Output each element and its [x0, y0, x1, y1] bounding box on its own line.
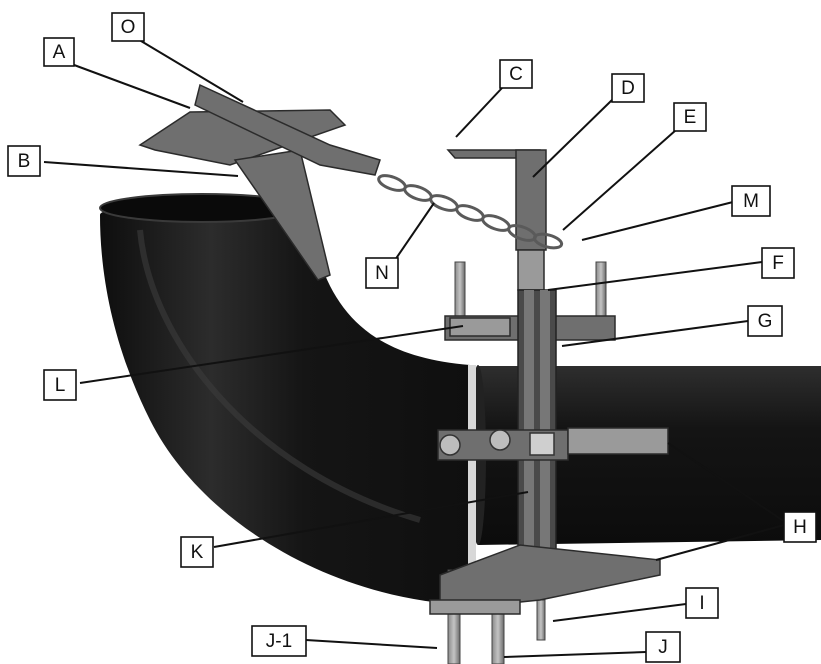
label-M: M — [731, 185, 771, 217]
label-E: E — [673, 102, 707, 132]
svg-text:E: E — [684, 107, 697, 128]
angled-jack-arm — [138, 83, 564, 281]
svg-text:J-1: J-1 — [266, 631, 292, 652]
label-D: D — [611, 73, 645, 103]
label-N: N — [365, 257, 399, 289]
leader-N — [394, 202, 435, 261]
label-J: J — [645, 631, 681, 663]
label-H: H — [783, 511, 817, 543]
leader-lines — [43, 37, 789, 658]
elbow-pipe — [99, 193, 470, 605]
label-B: B — [7, 145, 41, 177]
ratchet-handle — [437, 427, 669, 461]
label-O: O — [111, 12, 145, 42]
label-J1: J-1 — [251, 625, 307, 657]
label-G: G — [747, 305, 783, 337]
svg-text:M: M — [743, 191, 759, 212]
label-C: C — [499, 59, 533, 89]
leader-A — [65, 61, 191, 109]
leader-J1 — [305, 639, 438, 649]
leader-E — [562, 129, 677, 231]
leader-I — [552, 603, 687, 622]
leader-C — [455, 87, 503, 138]
chain-links — [377, 174, 564, 250]
lower-bracket — [429, 544, 661, 615]
leader-J — [503, 651, 647, 658]
label-I: I — [685, 587, 719, 619]
svg-text:C: C — [509, 64, 523, 85]
label-F: F — [761, 247, 795, 279]
label-A: A — [43, 37, 75, 67]
leader-F — [547, 261, 763, 291]
svg-text:F: F — [772, 253, 784, 274]
svg-text:A: A — [53, 42, 66, 63]
svg-text:K: K — [191, 542, 204, 563]
leader-G — [561, 320, 749, 347]
svg-text:J: J — [658, 637, 668, 658]
svg-text:N: N — [375, 263, 389, 284]
leader-K — [213, 491, 529, 548]
svg-text:I: I — [699, 593, 704, 614]
leader-B — [43, 161, 239, 177]
jack-stand — [446, 149, 547, 291]
label-K: K — [180, 536, 214, 568]
leader-H-lower — [655, 523, 789, 561]
leader-L — [79, 325, 464, 384]
svg-text:L: L — [55, 375, 66, 396]
leader-M — [581, 201, 734, 241]
svg-text:B: B — [18, 151, 31, 172]
svg-text:O: O — [121, 17, 136, 38]
svg-text:G: G — [758, 311, 773, 332]
leader-O — [135, 37, 244, 103]
svg-text:D: D — [621, 78, 635, 99]
svg-text:H: H — [793, 517, 807, 538]
label-L: L — [43, 369, 77, 401]
leader-D — [532, 99, 613, 178]
leader-H-upper — [667, 442, 789, 525]
